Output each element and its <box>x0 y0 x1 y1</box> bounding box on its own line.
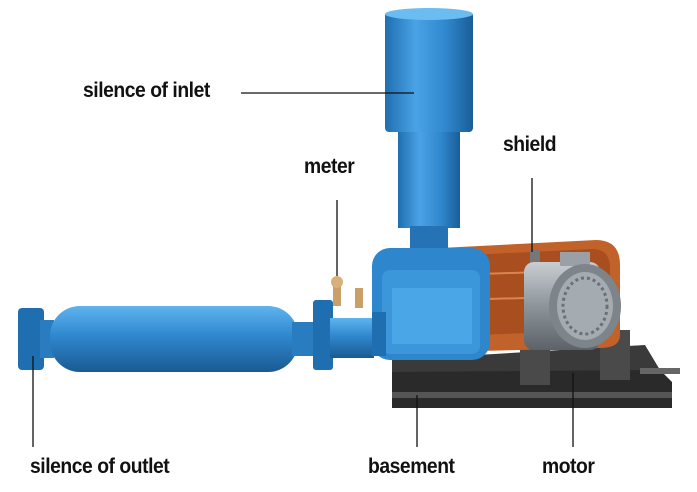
label-motor: motor <box>542 455 595 478</box>
label-silence-of-inlet: silence of inlet <box>83 79 210 102</box>
label-silence-of-outlet: silence of outlet <box>30 455 170 478</box>
blower-body <box>372 248 490 360</box>
motor-unit <box>524 250 621 350</box>
leader-lines <box>32 92 574 447</box>
meter-gauge <box>331 276 363 308</box>
inlet-silencer <box>385 8 473 248</box>
label-shield: shield <box>503 133 557 156</box>
label-meter: meter <box>304 155 355 178</box>
label-basement: basement <box>368 455 455 478</box>
outlet-silencer <box>18 300 374 372</box>
basement-frame <box>392 330 680 408</box>
